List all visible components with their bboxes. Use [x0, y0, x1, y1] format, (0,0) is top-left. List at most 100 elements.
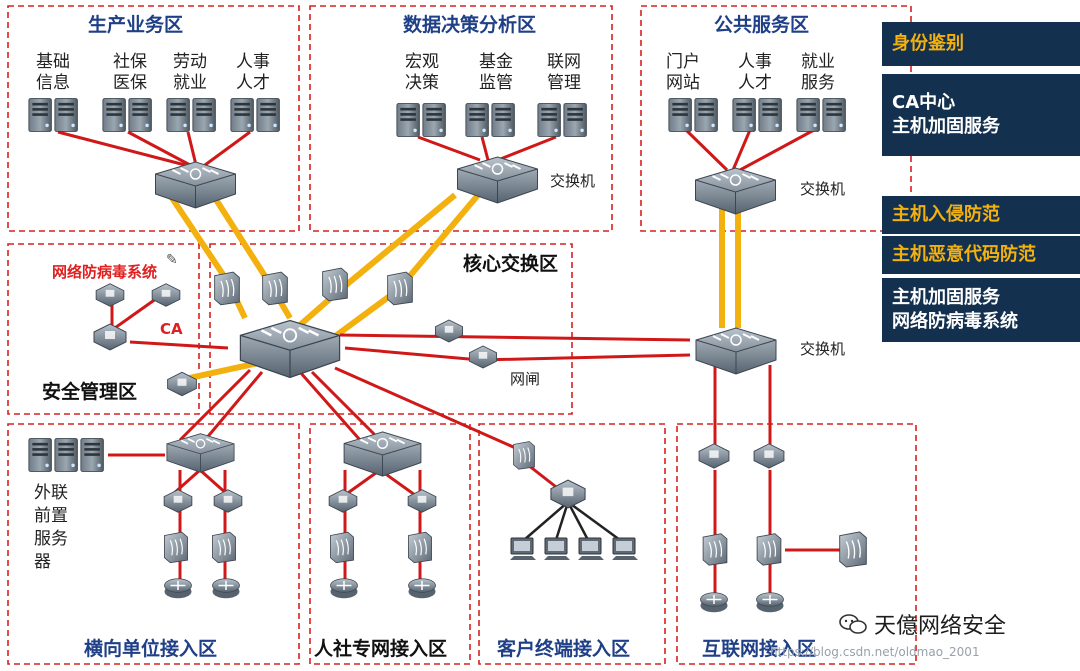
svg-text:人事: 人事 — [738, 52, 772, 72]
zone-horizontal — [7, 423, 300, 665]
zone-hrnet — [309, 423, 471, 665]
title-security: 安全管理区 — [42, 380, 137, 403]
client-pc-2 — [543, 537, 571, 561]
svg-text:社保: 社保 — [113, 52, 147, 72]
access-device-h2 — [213, 489, 243, 513]
ca-device — [93, 323, 127, 351]
svg-text:决策: 决策 — [405, 73, 439, 93]
label-ca: CA — [160, 320, 183, 338]
svg-text:基金: 基金 — [479, 52, 513, 72]
firewall-core-4 — [387, 271, 413, 306]
switch-internet — [694, 326, 778, 376]
svg-text:人才: 人才 — [236, 73, 270, 93]
antivirus-device-1 — [95, 283, 125, 307]
pencil-icon: ✎ — [166, 252, 178, 268]
switch-client — [550, 479, 586, 509]
panel-malware-prevention-text: 主机恶意代码防范 — [892, 244, 1036, 265]
zone-decision — [309, 5, 613, 232]
svg-text:就业: 就业 — [801, 52, 835, 72]
firewall-i2 — [756, 533, 782, 566]
label-front-server-2: 前置 — [34, 506, 68, 526]
switch-public — [694, 166, 777, 216]
svg-text:劳动: 劳动 — [173, 52, 207, 72]
access-device-h1 — [163, 489, 193, 513]
router-r1 — [329, 577, 359, 600]
svg-text:监管: 监管 — [479, 73, 513, 93]
title-client: 客户终端接入区 — [497, 637, 630, 660]
firewall-client — [512, 440, 536, 470]
svg-text:管理: 管理 — [547, 73, 581, 93]
panel-intrusion-prevention: 主机入侵防范 — [882, 196, 1080, 234]
firewall-i1 — [702, 533, 728, 566]
access-device-i1 — [698, 443, 730, 469]
title-production: 生产业务区 — [88, 13, 183, 36]
title-internet: 互联网接入区 — [702, 638, 816, 660]
switch-production — [154, 160, 237, 210]
firewall-i3 — [839, 531, 867, 568]
router-i1 — [699, 591, 729, 614]
source-url: https://blog.csdn.net/oldmao_2001 — [770, 645, 980, 659]
client-pc-4 — [611, 537, 639, 561]
panel-identity-auth-text: 身份鉴别 — [892, 33, 964, 54]
gateway-device-2 — [468, 345, 498, 369]
panel-intrusion-prevention-text: 主机入侵防范 — [892, 204, 1000, 225]
firewall-core-3 — [322, 267, 348, 302]
svg-text:宏观: 宏观 — [405, 52, 439, 72]
firewall-r2 — [407, 531, 433, 564]
title-decision: 数据决策分析区 — [403, 13, 536, 36]
title-hrnet: 人社专网接入区 — [314, 637, 447, 660]
label-front-server-3: 服务 — [34, 529, 68, 549]
gateway-device-1 — [434, 319, 464, 343]
watermark: 天億网络安全 — [838, 608, 1006, 640]
wechat-icon — [839, 614, 867, 634]
firewall-h2 — [211, 531, 237, 564]
svg-text:医保: 医保 — [113, 73, 147, 93]
firewall-core-2 — [262, 271, 288, 306]
zone-client — [478, 423, 666, 665]
panel-host-hardening-line2: 网络防病毒系统 — [892, 311, 1018, 332]
svg-text:信息: 信息 — [36, 73, 70, 93]
client-pc-3 — [577, 537, 605, 561]
panel-ca-center-line2: 主机加固服务 — [892, 116, 1000, 137]
client-links — [523, 500, 621, 542]
switch-hrnet — [342, 430, 423, 478]
switch-decision — [456, 155, 539, 205]
zone-security — [7, 243, 200, 415]
title-public: 公共服务区 — [714, 13, 809, 36]
label-switch-decision: 交换机 — [550, 172, 595, 190]
firewall-h1 — [163, 531, 189, 564]
zone-production — [7, 5, 300, 232]
svg-text:门户: 门户 — [666, 52, 700, 72]
watermark-text: 天億网络安全 — [874, 614, 1007, 639]
router-h2 — [211, 577, 241, 600]
router-h1 — [163, 577, 193, 600]
label-gateway: 网闸 — [510, 370, 540, 388]
red-links — [57, 128, 840, 600]
panel-ca-center-line1: CA中心 — [892, 92, 956, 113]
panel-malware-prevention: 主机恶意代码防范 — [882, 236, 1080, 274]
firewall-core-1 — [214, 271, 240, 306]
label-antivirus-system: 网络防病毒系统 — [52, 263, 157, 281]
label-switch-public: 交换机 — [800, 180, 845, 198]
svg-text:基础: 基础 — [36, 52, 70, 72]
antivirus-device-2 — [151, 283, 181, 307]
label-switch-internet: 交换机 — [800, 340, 845, 358]
panel-ca-center: CA中心 主机加固服务 — [882, 74, 1080, 156]
access-device-i2 — [753, 443, 785, 469]
title-horizontal: 横向单位接入区 — [84, 637, 217, 660]
svg-text:服务: 服务 — [801, 73, 835, 93]
router-r2 — [407, 577, 437, 600]
panel-identity-auth: 身份鉴别 — [882, 22, 1080, 66]
